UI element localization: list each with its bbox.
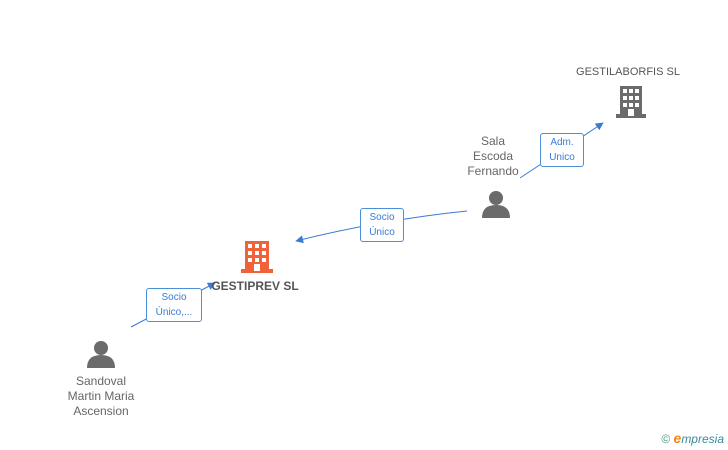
edge-label-line: Adm.	[550, 137, 574, 148]
edge-label-line: Único	[369, 227, 395, 238]
company-label-gestilaborfis[interactable]: GESTILABORFIS SL	[576, 66, 680, 78]
copyright-symbol: ©	[661, 432, 671, 446]
edge-label-adm-unico[interactable]: Adm. Unico	[540, 133, 584, 167]
company-label-gestiprev[interactable]: GESTIPREV SL	[211, 279, 299, 293]
edge-label-socio-unico-multi[interactable]: Socio Único,...	[146, 288, 202, 322]
empresia-logo[interactable]: © empresia	[661, 430, 724, 446]
edge-label-line: Socio	[161, 292, 187, 303]
person-label-line: Sala	[480, 134, 506, 148]
edge-label-line: Socio	[369, 212, 395, 223]
person-label-sandoval[interactable]: Sandoval Martin Maria Ascension	[55, 374, 147, 419]
brand-name: mpresia	[681, 432, 724, 446]
brand-letter: e	[673, 430, 682, 446]
person-label-line: Fernando	[467, 164, 519, 178]
person-label-line: Sandoval	[75, 374, 127, 388]
building-icon[interactable]	[241, 241, 273, 273]
edge-label-line: Único,...	[155, 307, 193, 318]
person-label-sala[interactable]: Sala Escoda Fernando	[455, 134, 531, 179]
person-icon[interactable]	[87, 341, 115, 368]
building-icon[interactable]	[616, 86, 646, 118]
person-label-line: Escoda	[472, 149, 514, 163]
person-icon[interactable]	[482, 191, 510, 218]
edge-label-line: Unico	[549, 152, 575, 163]
edge-label-socio-unico[interactable]: Socio Único	[360, 208, 404, 242]
person-label-line: Ascension	[73, 404, 129, 418]
person-label-line: Martin Maria	[67, 389, 135, 403]
